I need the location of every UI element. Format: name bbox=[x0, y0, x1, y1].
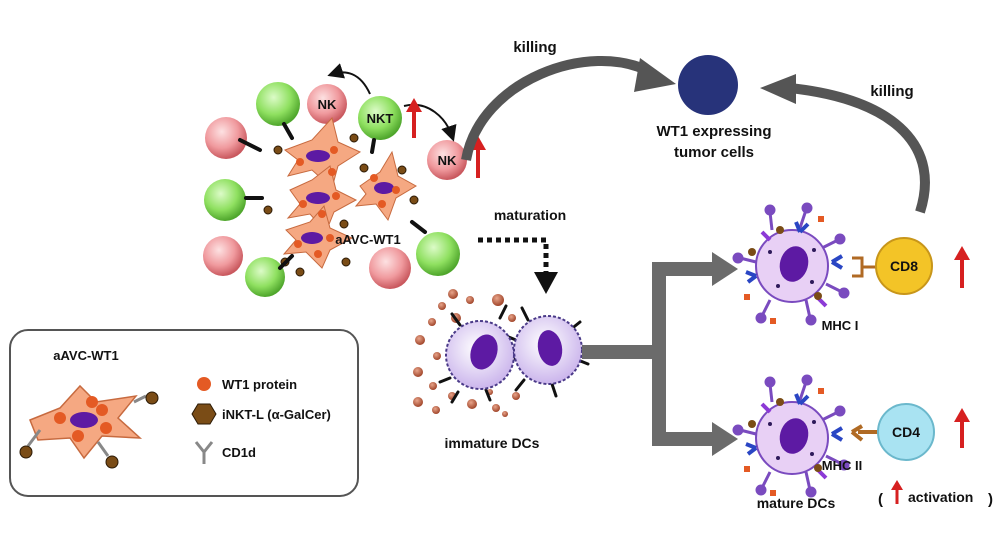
nk-cell bbox=[369, 247, 411, 289]
maturation-arrow bbox=[478, 237, 549, 272]
cd1d-y-icon bbox=[194, 441, 214, 464]
cd4-receptor bbox=[850, 424, 880, 442]
immature-dcs: immature DCs bbox=[413, 289, 590, 451]
tcr-connectors bbox=[238, 122, 427, 270]
hexagon-icon bbox=[191, 403, 217, 425]
nkt-label: NKT bbox=[367, 111, 394, 126]
tumor-label-line1: WT1 expressing bbox=[656, 123, 771, 140]
killing-arrow-left-head bbox=[634, 58, 676, 92]
aavc-nucleus bbox=[301, 150, 394, 244]
nkt-cell bbox=[358, 96, 402, 140]
tumor-cell bbox=[678, 55, 738, 115]
nk-cell bbox=[204, 179, 246, 221]
up-arrow-icon bbox=[954, 246, 970, 288]
cd4-cell bbox=[877, 403, 935, 461]
aavc-center-label: aAVC-WT1 bbox=[335, 232, 400, 247]
legend-item-label: CD1d bbox=[222, 445, 256, 460]
wt1-protein-dots bbox=[294, 146, 400, 258]
up-arrow-icon bbox=[954, 408, 970, 448]
killing-label-right: killing bbox=[870, 83, 913, 100]
nk-cluster: NK NKT NK bbox=[203, 63, 486, 297]
mature-dc-mhc2: MHC II bbox=[732, 374, 862, 498]
cd8-cell bbox=[875, 237, 933, 295]
nk-cell bbox=[245, 257, 285, 297]
activation-label: activation bbox=[908, 489, 973, 505]
activation-paren-close: ) bbox=[988, 491, 993, 508]
dc-nucleus bbox=[470, 334, 498, 370]
tumor-label-line2: tumor cells bbox=[674, 144, 754, 161]
immature-dcs-label: immature DCs bbox=[445, 435, 540, 451]
cd4-label: CD4 bbox=[892, 424, 920, 440]
nk-cell-right bbox=[427, 140, 467, 180]
nk-right-label: NK bbox=[438, 153, 457, 168]
mhc1-label: MHC I bbox=[822, 318, 859, 333]
maturation-arrow-head bbox=[534, 272, 558, 294]
legend-aavc-cell bbox=[19, 384, 159, 469]
activation-paren-open: ( bbox=[878, 491, 883, 508]
legend-title: aAVC-WT1 bbox=[53, 348, 118, 363]
dc-nucleus bbox=[537, 330, 563, 366]
killing-arrow-left bbox=[461, 55, 653, 161]
killing-label-left: killing bbox=[513, 39, 556, 56]
galcer-hexagons bbox=[263, 133, 419, 277]
legend-item-label: WT1 protein bbox=[222, 377, 297, 392]
nk-cell bbox=[203, 236, 243, 276]
up-arrow-icon bbox=[406, 98, 422, 138]
up-arrow-icon bbox=[891, 480, 903, 504]
branch-arrows bbox=[582, 252, 738, 456]
nk-cell bbox=[256, 82, 300, 126]
maturation-label: maturation bbox=[494, 207, 566, 223]
killing-arrow-right-head bbox=[760, 74, 796, 104]
cd8-label: CD8 bbox=[890, 258, 918, 274]
legend-item-label: iNKT-L (α-GalCer) bbox=[222, 407, 331, 422]
mhc2-label: MHC II bbox=[822, 458, 862, 473]
nk-cell bbox=[205, 117, 247, 159]
nk-top-label: NK bbox=[318, 97, 337, 112]
mature-dcs-label: mature DCs bbox=[757, 495, 836, 511]
mature-dc-mhc1: MHC I bbox=[732, 202, 859, 333]
killing-arrow-right bbox=[789, 83, 930, 214]
legend-box: aAVC-WT1 WT1 protein iNKT-L (α-GalCer) C… bbox=[9, 329, 359, 497]
nkt-to-nk-arrow bbox=[327, 63, 371, 95]
orange-dot-icon bbox=[197, 377, 211, 391]
nk-cell bbox=[416, 232, 460, 276]
nk-cell-top bbox=[307, 84, 347, 124]
